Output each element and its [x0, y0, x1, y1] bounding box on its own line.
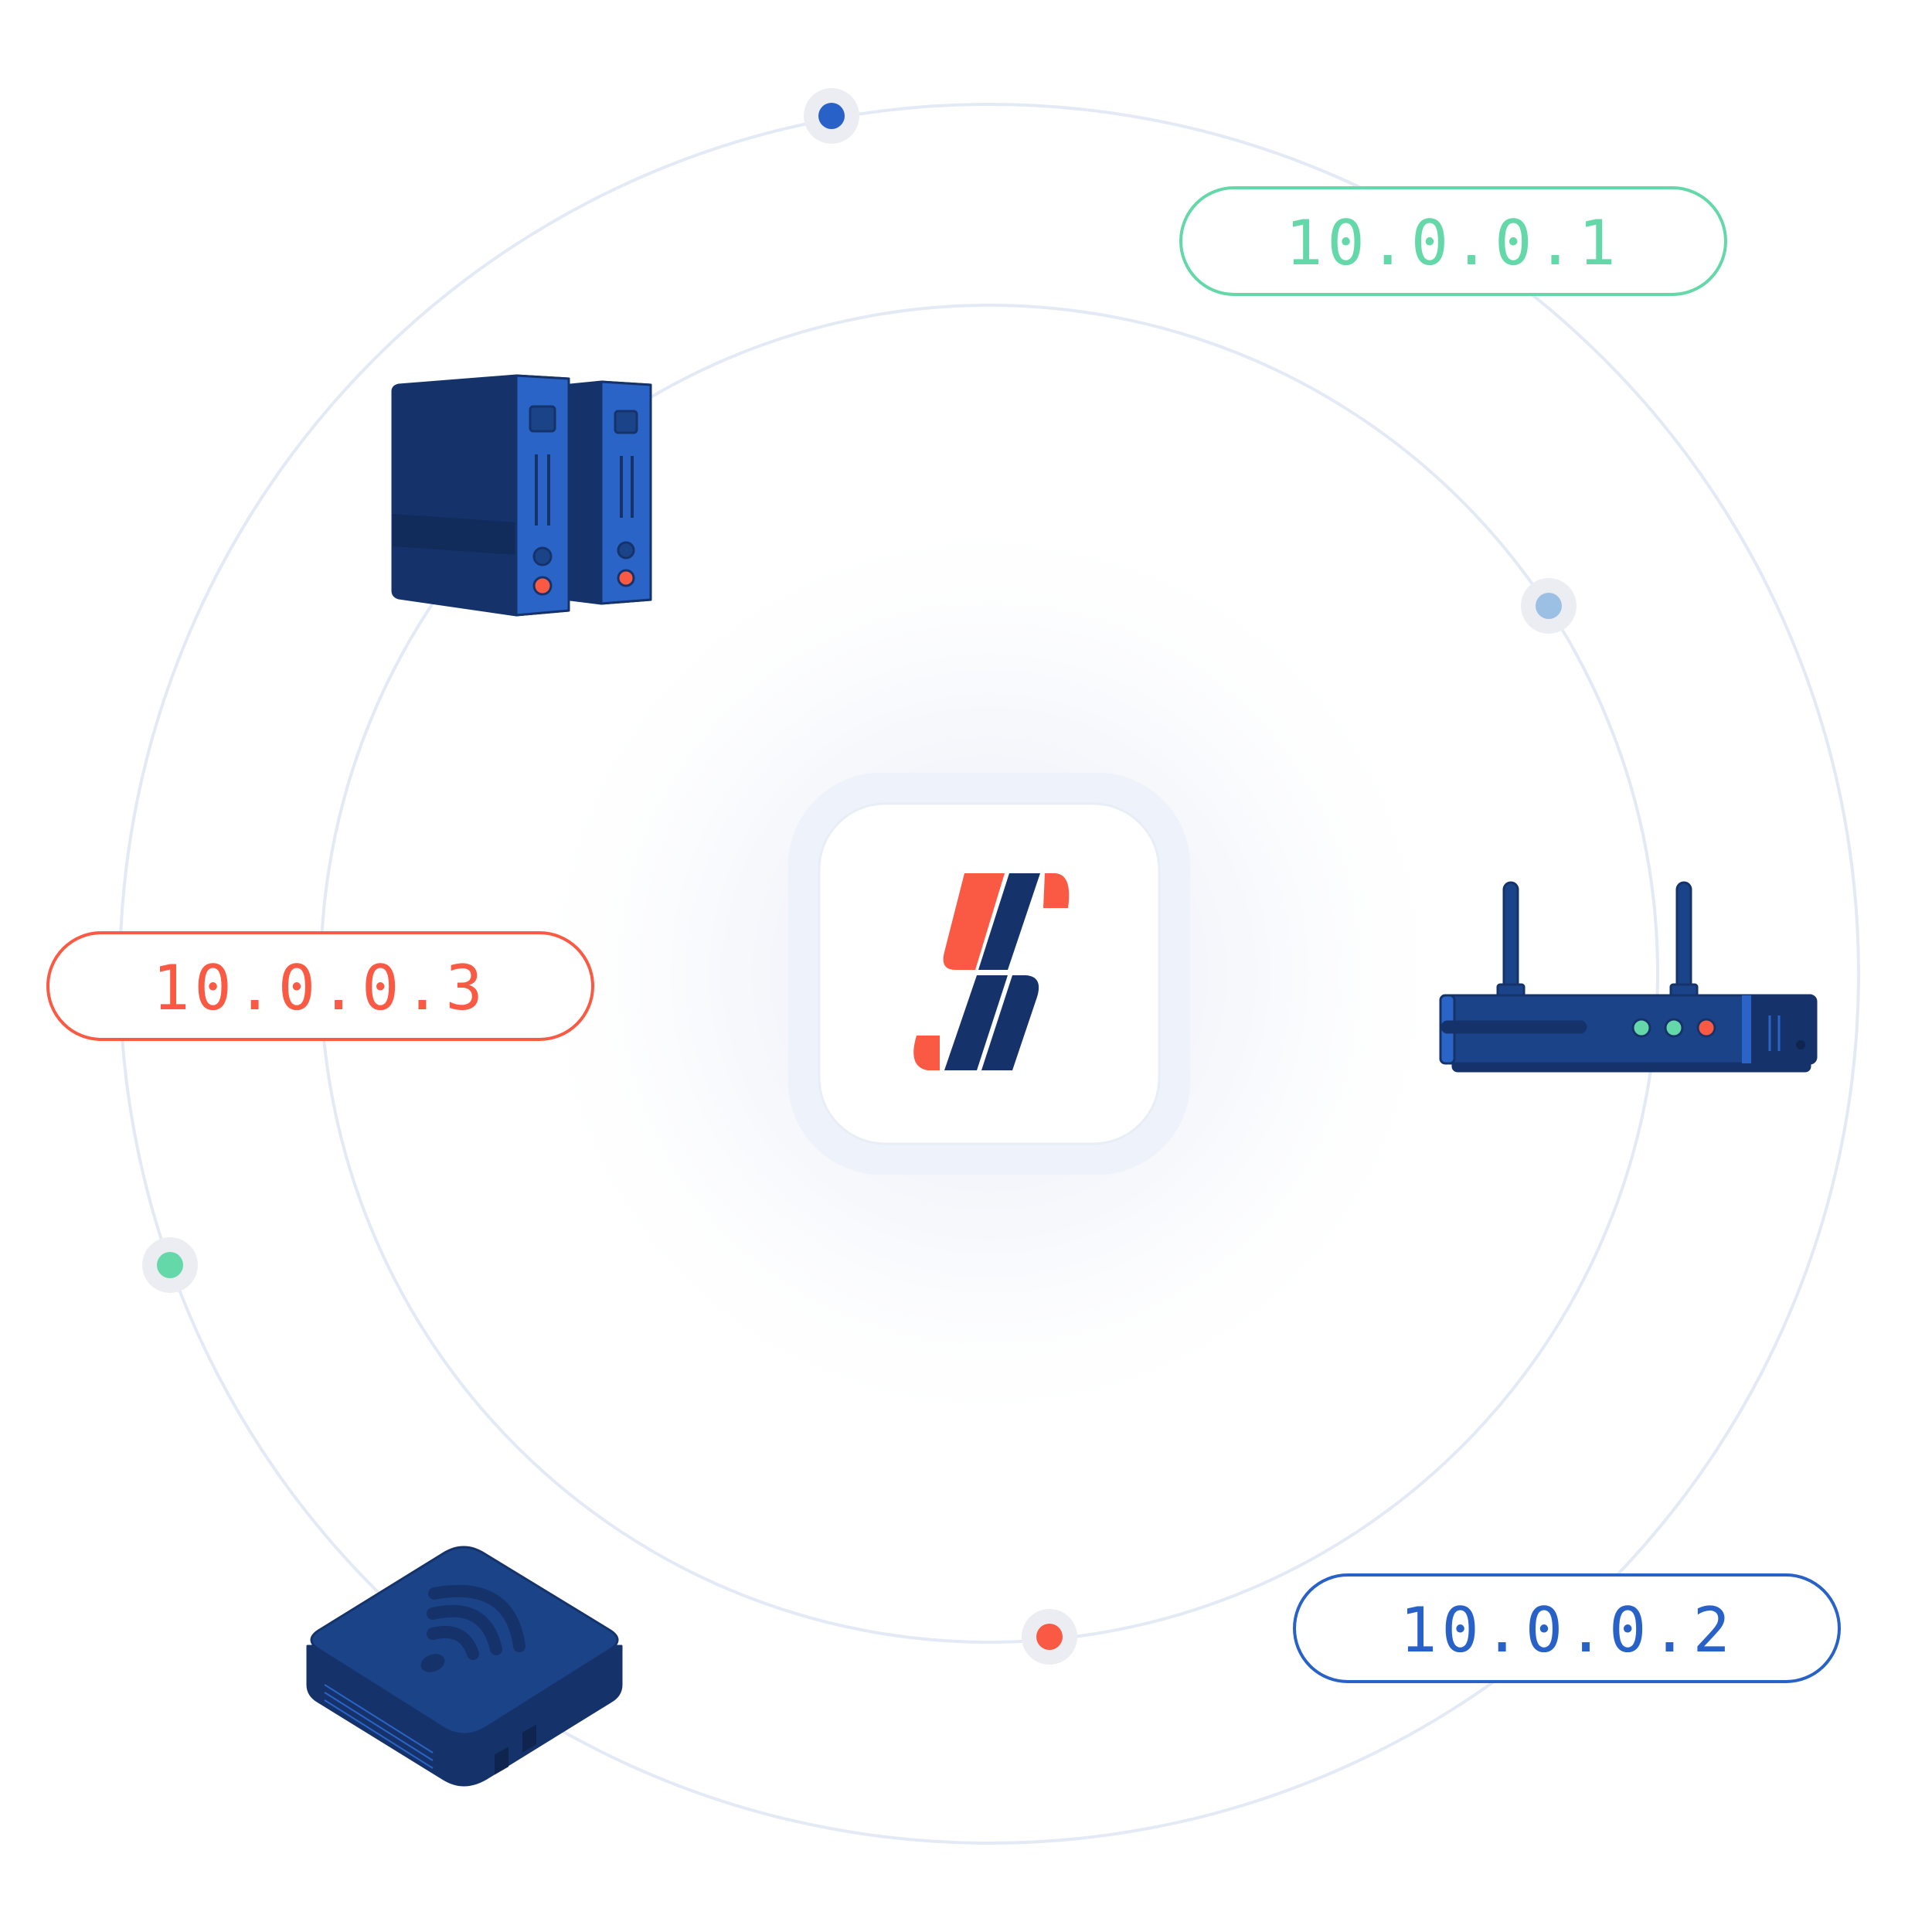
center-logo — [788, 773, 1190, 1175]
ip-pill — [1179, 186, 1727, 296]
ip-label-bottom-right: 10.0.0.2 — [1293, 1573, 1841, 1683]
orbit-node-bottom — [1022, 1609, 1077, 1665]
ip-address-text: 10.0.0.1 — [1285, 207, 1620, 279]
ip-pill — [46, 931, 594, 1041]
orbit-node-left — [142, 1237, 198, 1293]
ip-address-text: 10.0.0.3 — [152, 952, 487, 1024]
wireless-hub-icon — [306, 1546, 623, 1787]
server-tower-icon — [391, 374, 652, 617]
ip-pill — [1293, 1573, 1841, 1683]
ip-label-left: 10.0.0.3 — [46, 931, 594, 1041]
app-logo-icon — [913, 873, 1070, 1070]
orbit-node-top — [804, 88, 859, 144]
orbit-node-right — [1521, 578, 1577, 634]
ip-address-text: 10.0.0.2 — [1400, 1594, 1734, 1666]
wifi-router-icon — [1439, 881, 1818, 1073]
ip-label-top-right: 10.0.0.1 — [1179, 186, 1727, 296]
logo-tile — [818, 802, 1161, 1145]
